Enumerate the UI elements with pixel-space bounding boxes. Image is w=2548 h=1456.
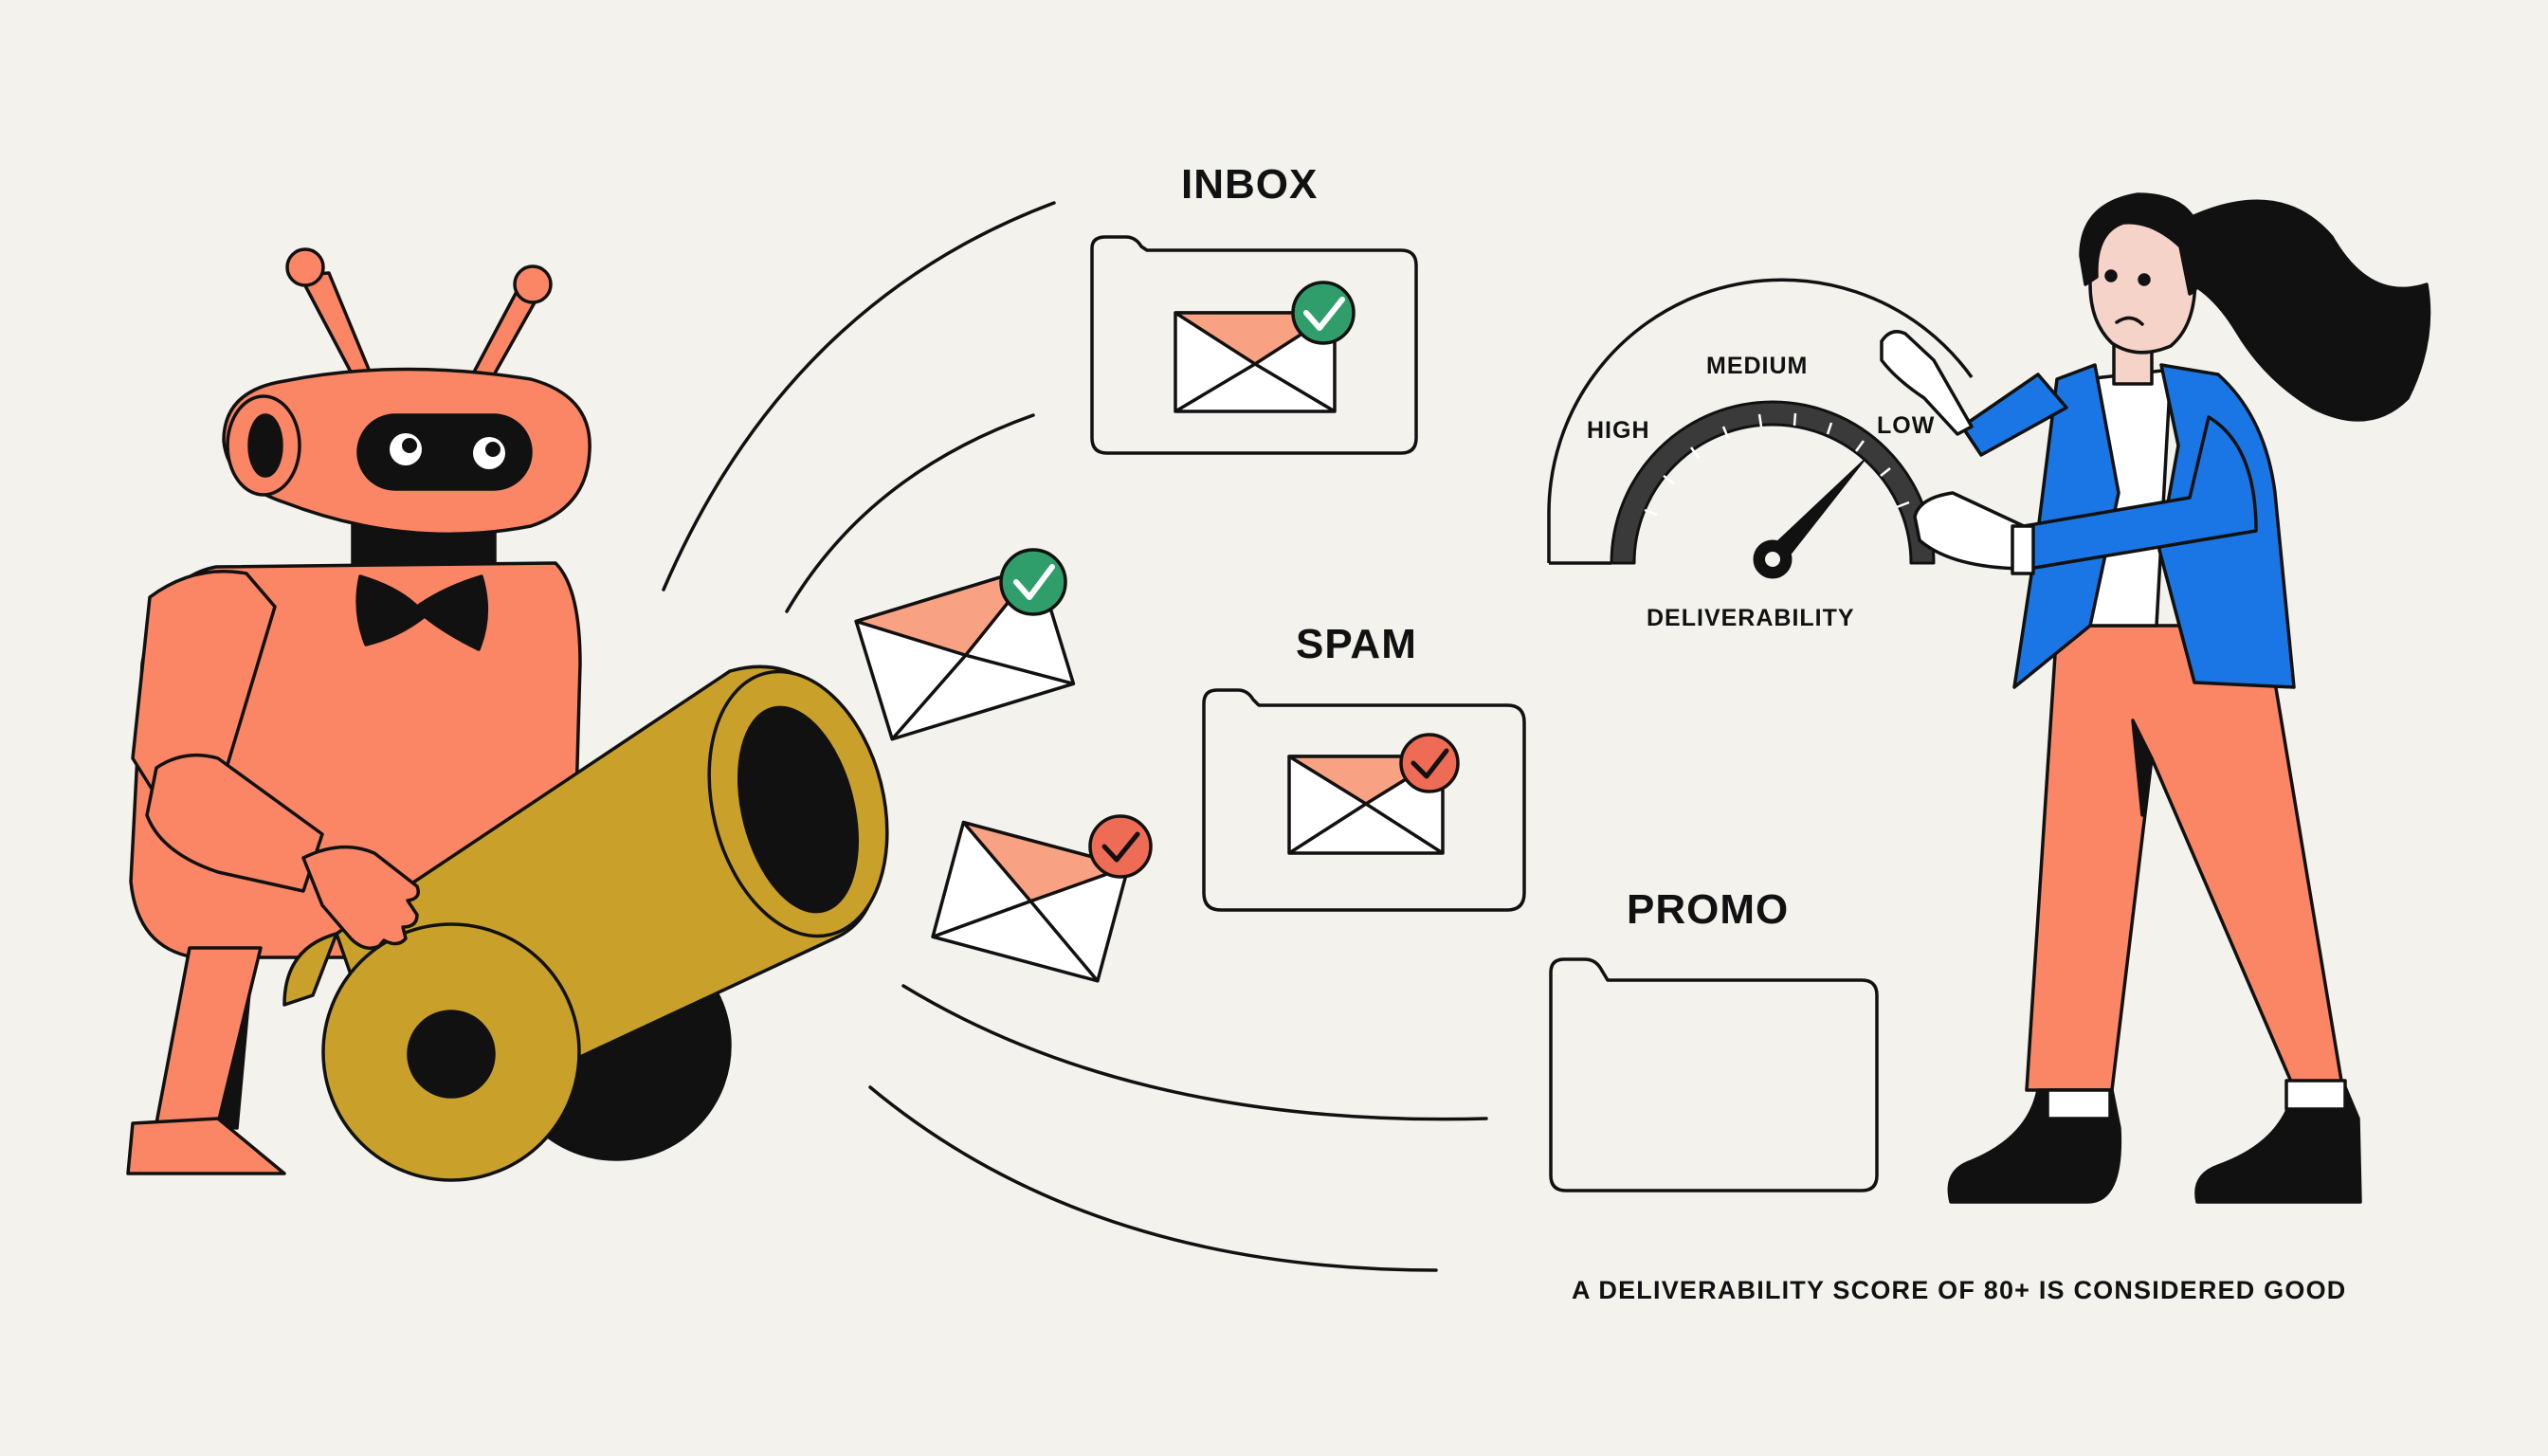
woman-cuff [2011, 524, 2035, 575]
robot-antenna-ball-left [285, 247, 325, 287]
woman-sock-right [2284, 1079, 2347, 1111]
flying-envelope-failure [931, 820, 1131, 983]
motion-arc-1 [662, 201, 1056, 592]
woman-sock-left [2046, 1088, 2112, 1120]
robot-foot [126, 1117, 286, 1175]
woman-eye-right [2138, 273, 2151, 286]
robot-antenna-left [298, 271, 372, 377]
check-badge-icon [999, 548, 1067, 616]
woman-hair [2079, 192, 2205, 296]
robot-antenna-ball-right [513, 264, 553, 304]
robot-ear-hole [247, 413, 283, 478]
motion-arc-3 [901, 984, 1488, 1121]
robot-bow-tie [355, 574, 489, 651]
envelope-flap [961, 820, 1131, 903]
woman-icon [1880, 192, 2431, 1204]
gauge-label-low: LOW [1877, 412, 1936, 439]
caption: A DELIVERABILITY SCORE OF 80+ IS CONSIDE… [1572, 1276, 2347, 1304]
check-badge-icon [1291, 281, 1356, 345]
woman-trousers [2025, 624, 2343, 1092]
robot-icon [126, 247, 592, 1175]
robot-hand [301, 845, 420, 950]
robot-pupil-right [485, 442, 500, 457]
woman-ponytail [2169, 199, 2431, 422]
folder-icon [1549, 957, 1879, 1192]
folder-spam-label: SPAM [1296, 621, 1417, 667]
robot-visor [356, 413, 533, 491]
gauge-ticks [1644, 412, 1910, 517]
check-badge-failure-icon [1088, 814, 1153, 879]
gauge-label-high: HIGH [1587, 417, 1650, 444]
gauge-scale-band [1610, 400, 1936, 565]
folder-promo-label: PROMO [1627, 886, 1790, 933]
woman-raised-hand [1880, 330, 1974, 436]
woman-shoe-right [2194, 1081, 2362, 1204]
gauge-title: DELIVERABILITY [1647, 605, 1855, 631]
check-badge-failure-icon [1399, 733, 1460, 793]
folder-spam-envelope [1287, 733, 1460, 855]
cannon-breech [282, 932, 338, 1007]
gauge-pivot-center [1765, 552, 1780, 567]
woman-lower-hand [1913, 491, 2030, 571]
folder-inbox-label: INBOX [1181, 161, 1319, 208]
woman-mouth [2115, 316, 2144, 326]
folder-inbox-envelope [1174, 281, 1356, 413]
gauge-icon [1547, 278, 1974, 579]
envelope-flap [854, 564, 1040, 657]
motion-arc-4 [868, 1085, 1438, 1272]
woman-trouser-gap [2131, 719, 2154, 817]
gauge-outer-frame [1547, 278, 1974, 563]
motion-arc-2 [785, 413, 1035, 613]
gauge-label-medium: MEDIUM [1706, 353, 1809, 379]
robot-forearm [145, 753, 324, 893]
robot-pupil-left [402, 438, 417, 453]
woman-eye-left [2104, 269, 2118, 282]
cannon-bore [737, 705, 860, 914]
folder-promo [1549, 957, 1879, 1192]
cannon-wheel-hub [407, 1010, 496, 1099]
motion-arcs [662, 201, 1488, 1272]
cannon-icon [282, 664, 889, 1182]
